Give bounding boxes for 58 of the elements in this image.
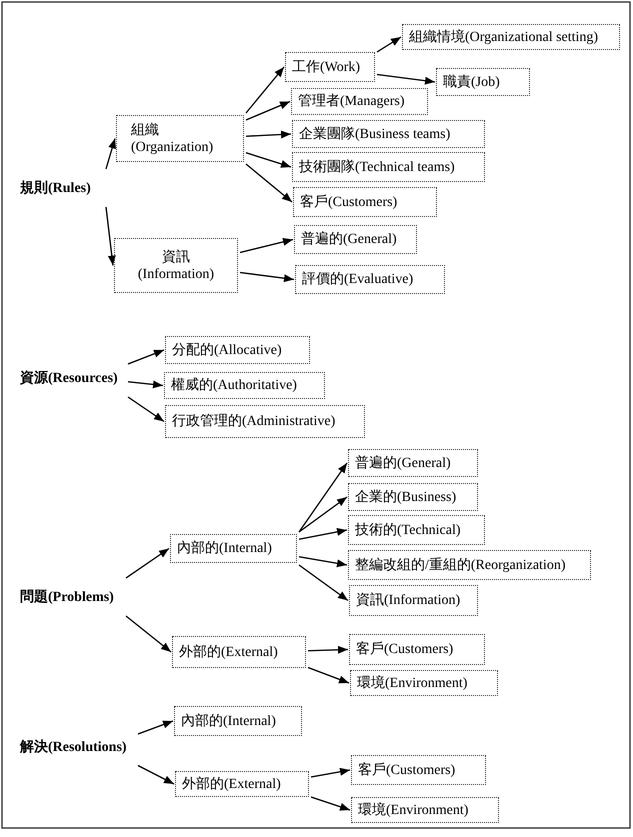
arrow — [126, 616, 172, 652]
arrow — [298, 496, 348, 533]
category-box: 技術的(Technical) — [348, 515, 485, 545]
category-box: 企業團隊(Business teams) — [292, 120, 485, 148]
category-box: 技術團隊(Technical teams) — [292, 152, 485, 182]
arrow — [246, 152, 292, 168]
arrow — [240, 238, 294, 254]
category-box: 外部的(External) — [175, 771, 309, 797]
category-box: 權威的(Authoritative) — [164, 372, 325, 399]
category-box: 整編改組的/重組的(Reorganization) — [348, 550, 591, 580]
category-box: 客戶(Customers) — [349, 634, 485, 665]
arrow — [246, 66, 284, 114]
arrow — [298, 462, 348, 532]
category-box: 普遍的(General) — [348, 449, 478, 477]
arrow — [246, 100, 290, 121]
arrow — [128, 349, 164, 365]
category-box: 外部的(External) — [172, 636, 306, 668]
category-box: 普遍的(General) — [294, 225, 417, 254]
arrow — [298, 556, 348, 568]
arrow — [310, 768, 350, 778]
arrow — [308, 666, 350, 684]
arrow — [105, 138, 116, 170]
category-box: 組織 (Organization) — [116, 115, 244, 162]
arrow — [105, 206, 116, 266]
category-box: 環境(Environment) — [351, 797, 499, 823]
category-label: 資源(Resources) — [20, 367, 126, 389]
arrow — [310, 796, 350, 811]
category-box: 企業的(Business) — [348, 483, 478, 511]
category-label: 規則(Rules) — [20, 177, 104, 199]
arrow — [240, 272, 294, 282]
arrow — [138, 720, 174, 735]
category-box: 環境(Environment) — [350, 670, 498, 696]
category-box: 客戶(Customers) — [293, 187, 437, 217]
category-box: 內部的(Internal) — [174, 706, 302, 736]
category-box: 行政管理的(Administrative) — [165, 405, 365, 438]
arrow — [138, 764, 174, 785]
category-box: 職責(Job) — [436, 68, 530, 96]
category-label: 解決(Resolutions) — [20, 736, 136, 758]
category-box: 資訊 (Information) — [114, 238, 238, 293]
arrow — [126, 548, 170, 579]
arrow — [376, 74, 436, 85]
arrow — [246, 164, 292, 202]
arrow — [298, 528, 348, 540]
category-box: 評價的(Evaluative) — [295, 265, 445, 294]
category-box: 管理者(Managers) — [291, 88, 428, 115]
category-label: 問題(Problems) — [20, 586, 124, 608]
arrow — [246, 130, 292, 138]
arrow — [128, 380, 164, 388]
arrow — [298, 564, 348, 602]
arrow — [128, 396, 164, 422]
category-box: 客戶(Customers) — [351, 755, 486, 785]
category-box: 內部的(Internal) — [170, 534, 297, 563]
category-box: 組織情境(Organizational setting) — [402, 24, 620, 50]
arrow — [376, 36, 402, 53]
category-box: 工作(Work) — [285, 52, 375, 82]
category-box: 資訊(Information) — [349, 585, 478, 616]
category-box: 分配的(Allocative) — [165, 336, 310, 364]
arrow — [308, 646, 348, 654]
